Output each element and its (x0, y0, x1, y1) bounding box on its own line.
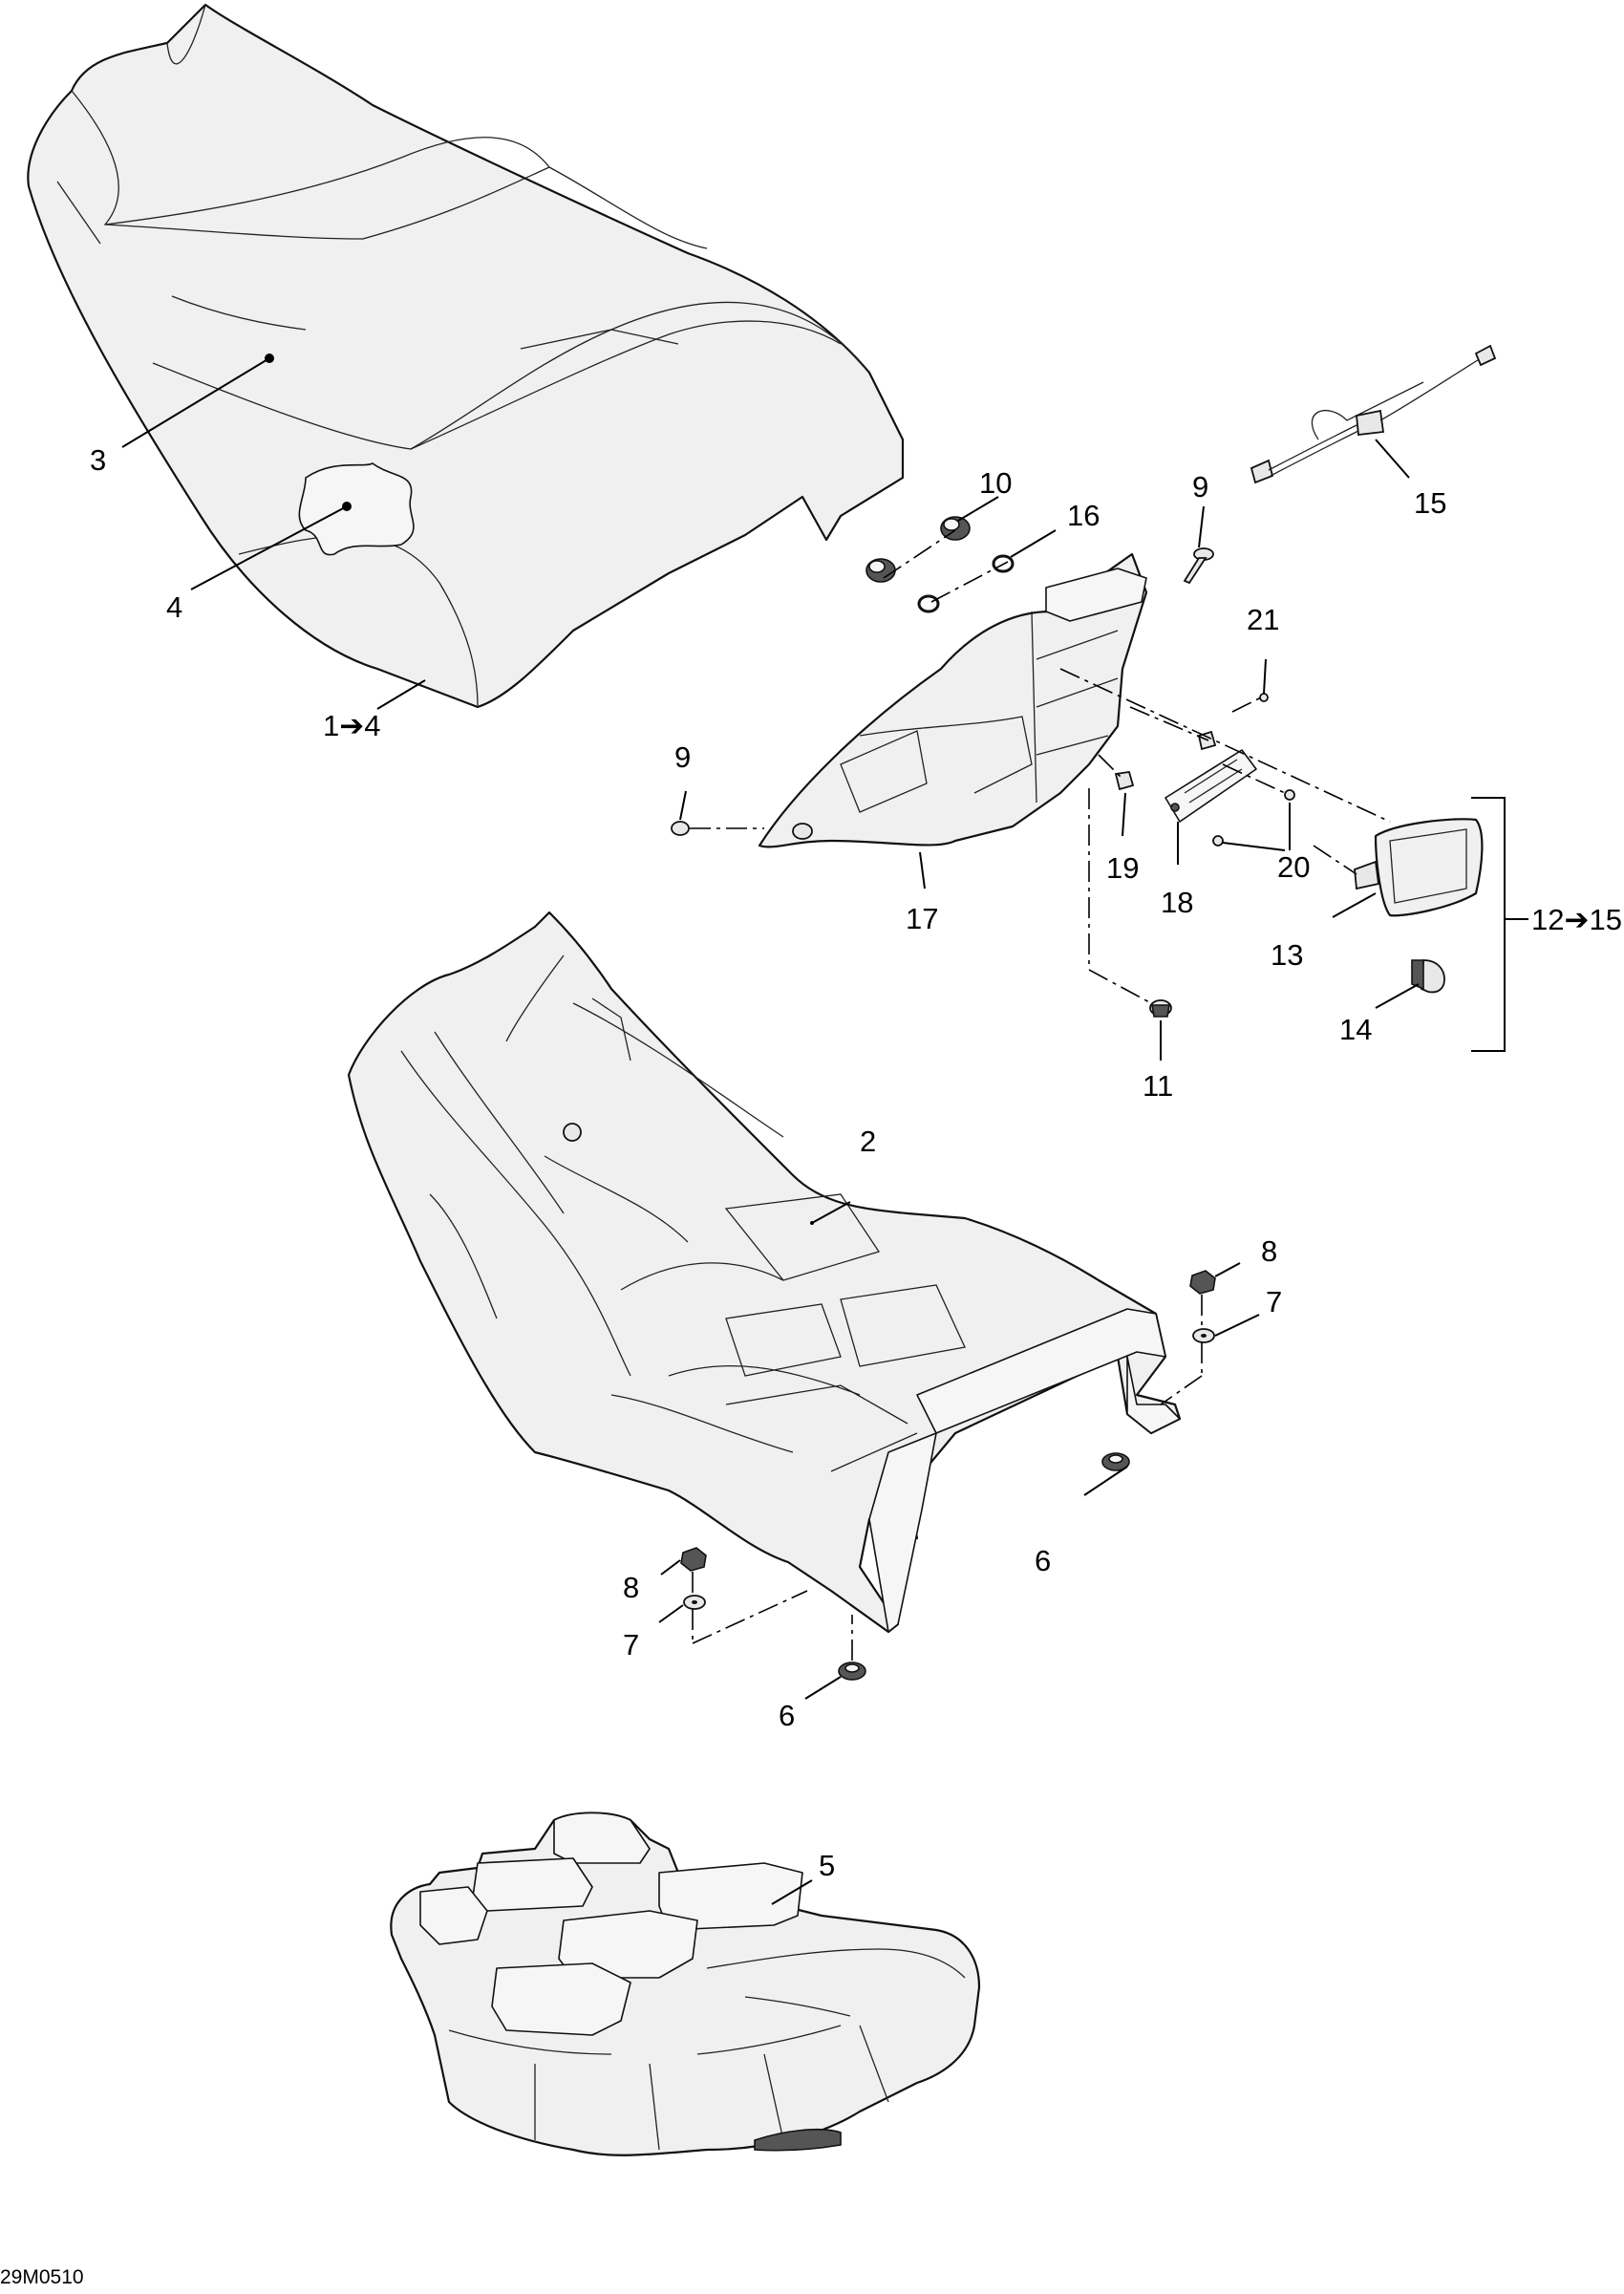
callout-1-4: 1➔4 (323, 709, 380, 742)
washer[interactable] (1192, 1328, 1215, 1343)
callout-7: 7 (1266, 1285, 1282, 1319)
nut[interactable] (680, 1547, 707, 1572)
callout-10: 10 (979, 466, 1012, 500)
callout-14: 14 (1339, 1013, 1372, 1046)
screw[interactable] (671, 821, 690, 836)
washer[interactable] (683, 1595, 706, 1610)
callout-17: 17 (906, 902, 938, 935)
callout-5: 5 (819, 1849, 835, 1882)
callout-9: 9 (1192, 470, 1208, 504)
callout-16: 16 (1067, 499, 1100, 532)
bulb[interactable] (1411, 959, 1445, 994)
seat-base[interactable] (347, 911, 1182, 1634)
callout-13: 13 (1271, 938, 1303, 972)
screw[interactable] (1149, 999, 1172, 1018)
spacer[interactable] (1101, 1452, 1130, 1471)
callout-4: 4 (166, 590, 182, 624)
callout-11: 11 (1143, 1069, 1173, 1103)
o-ring[interactable] (992, 554, 1015, 573)
figure-code: 29M0510 (0, 2266, 84, 2288)
tail-light[interactable] (1354, 818, 1484, 917)
callout-7: 7 (623, 1628, 639, 1662)
callout-6: 6 (1035, 1544, 1051, 1577)
spacer[interactable] (838, 1662, 866, 1681)
seat-decal (298, 462, 415, 556)
callout-15: 15 (1414, 486, 1446, 520)
callout-8: 8 (623, 1571, 639, 1604)
grommet[interactable] (865, 558, 896, 583)
callout-12-15: 12➔15 (1531, 903, 1622, 936)
callout-20: 20 (1277, 850, 1310, 884)
wiring-harness[interactable] (1250, 344, 1497, 484)
screw[interactable] (1183, 547, 1214, 585)
seat-foam[interactable] (390, 1812, 981, 2156)
callout-21: 21 (1247, 603, 1279, 636)
callout-18: 18 (1161, 886, 1193, 919)
callout-19: 19 (1106, 851, 1139, 885)
callout-9: 9 (674, 740, 691, 774)
callout-3: 3 (90, 443, 106, 477)
callout-8: 8 (1261, 1234, 1277, 1268)
license-plate-bracket[interactable] (1165, 749, 1257, 823)
rear-storage-bin[interactable] (758, 552, 1148, 848)
o-ring[interactable] (917, 594, 940, 613)
grommet[interactable] (940, 516, 971, 541)
callout-6: 6 (779, 1699, 795, 1732)
seat-assembly[interactable] (27, 3, 905, 709)
nut[interactable] (1189, 1270, 1216, 1295)
callout-2: 2 (860, 1125, 876, 1158)
